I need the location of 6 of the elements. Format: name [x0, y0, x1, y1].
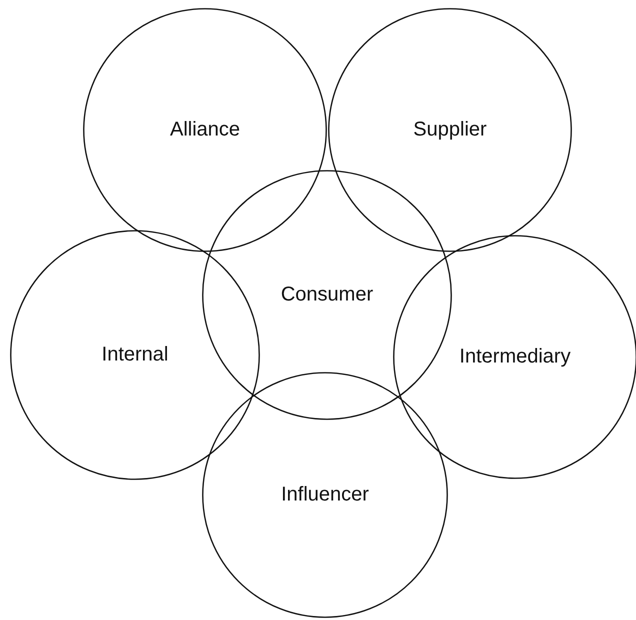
circle-label: Consumer [280, 284, 374, 306]
circle-label: Supplier [413, 118, 487, 142]
circle-label: Influencer [281, 484, 369, 506]
circle-label: Alliance [170, 118, 240, 142]
circle-label: Internal [102, 344, 168, 366]
circle-label: Intermediary [459, 346, 571, 368]
